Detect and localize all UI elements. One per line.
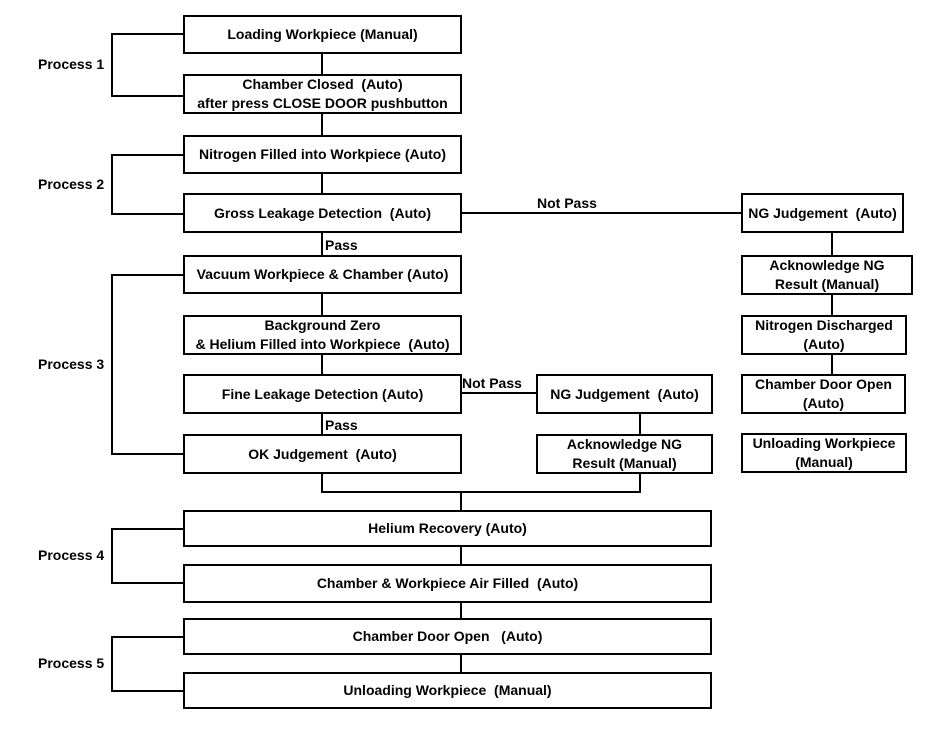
connector-chamber-closed-to-nitrogen [321, 113, 323, 135]
connector-nitrogen-discharged-to-door-open [831, 354, 833, 374]
connector-fine-leakage-to-ok-judgement-pass [321, 413, 323, 434]
connector-door-open-to-unloading [460, 654, 462, 672]
merge-line [321, 491, 641, 493]
connector-ack-ng-fine-down [639, 473, 641, 493]
process-4-label: Process 4 [38, 547, 105, 563]
process-3-label: Process 3 [38, 356, 105, 372]
process-2-label: Process 2 [38, 176, 105, 192]
step-box-air-filled: Chamber & Workpiece Air Filled (Auto) [183, 564, 712, 603]
bracket-line [111, 154, 183, 156]
step-box-ack-ng-gross: Acknowledge NG Result (Manual) [741, 255, 913, 295]
step-box-unloading-workpiece: Unloading Workpiece (Manual) [183, 672, 712, 709]
bracket-line [111, 274, 183, 276]
connector-merge-to-helium-recovery [460, 491, 462, 510]
not-pass-fine-line [461, 392, 536, 394]
bracket-line [111, 528, 183, 530]
process-1-label: Process 1 [38, 56, 105, 72]
step-box-door-open-ng: Chamber Door Open (Auto) [741, 374, 906, 414]
connector-vacuum-to-background-zero [321, 293, 323, 315]
bracket-line [111, 95, 183, 97]
bracket-line [111, 154, 113, 215]
step-box-helium-recovery: Helium Recovery (Auto) [183, 510, 712, 547]
step-box-nitrogen-filled: Nitrogen Filled into Workpiece (Auto) [183, 135, 462, 174]
step-box-gross-leakage: Gross Leakage Detection (Auto) [183, 193, 462, 233]
step-box-vacuum: Vacuum Workpiece & Chamber (Auto) [183, 255, 462, 294]
step-box-unloading-ng: Unloading Workpiece (Manual) [741, 433, 907, 473]
connector-loading-to-chamber-closed [321, 53, 323, 74]
bracket-line [111, 636, 183, 638]
connector-ng-gross-to-ack [831, 232, 833, 255]
bracket-line [111, 33, 183, 35]
connector-helium-to-air-filled [460, 546, 462, 564]
not-pass-label-gross: Not Pass [537, 195, 597, 211]
bracket-line [111, 636, 113, 692]
pass-label-gross: Pass [325, 237, 358, 253]
not-pass-gross-line [461, 212, 741, 214]
connector-air-filled-to-door-open [460, 602, 462, 618]
step-box-loading-workpiece: Loading Workpiece (Manual) [183, 15, 462, 54]
connector-nitrogen-to-gross-leakage [321, 173, 323, 193]
step-box-background-zero: Background Zero & Helium Filled into Wor… [183, 315, 462, 355]
step-box-chamber-closed: Chamber Closed (Auto) after press CLOSE … [183, 74, 462, 114]
process-5-label: Process 5 [38, 655, 105, 671]
step-box-ok-judgement: OK Judgement (Auto) [183, 434, 462, 474]
step-box-nitrogen-discharged: Nitrogen Discharged (Auto) [741, 315, 907, 355]
connector-ok-judgement-down [321, 473, 323, 493]
pass-label-fine: Pass [325, 417, 358, 433]
connector-gross-leakage-to-vacuum-pass [321, 232, 323, 255]
bracket-line [111, 582, 183, 584]
step-box-ng-judgement-fine: NG Judgement (Auto) [536, 374, 713, 414]
bracket-line [111, 213, 183, 215]
bracket-line [111, 33, 113, 97]
step-box-ack-ng-fine: Acknowledge NG Result (Manual) [536, 434, 713, 474]
step-box-chamber-door-open: Chamber Door Open (Auto) [183, 618, 712, 655]
bracket-line [111, 274, 113, 455]
step-box-fine-leakage: Fine Leakage Detection (Auto) [183, 374, 462, 414]
connector-ng-fine-to-ack [639, 413, 641, 434]
bracket-line [111, 528, 113, 584]
connector-background-zero-to-fine-leakage [321, 354, 323, 374]
not-pass-label-fine: Not Pass [462, 375, 522, 391]
connector-ack-to-nitrogen-discharged [831, 294, 833, 315]
step-box-ng-judgement-gross: NG Judgement (Auto) [741, 193, 904, 233]
bracket-line [111, 453, 183, 455]
bracket-line [111, 690, 183, 692]
